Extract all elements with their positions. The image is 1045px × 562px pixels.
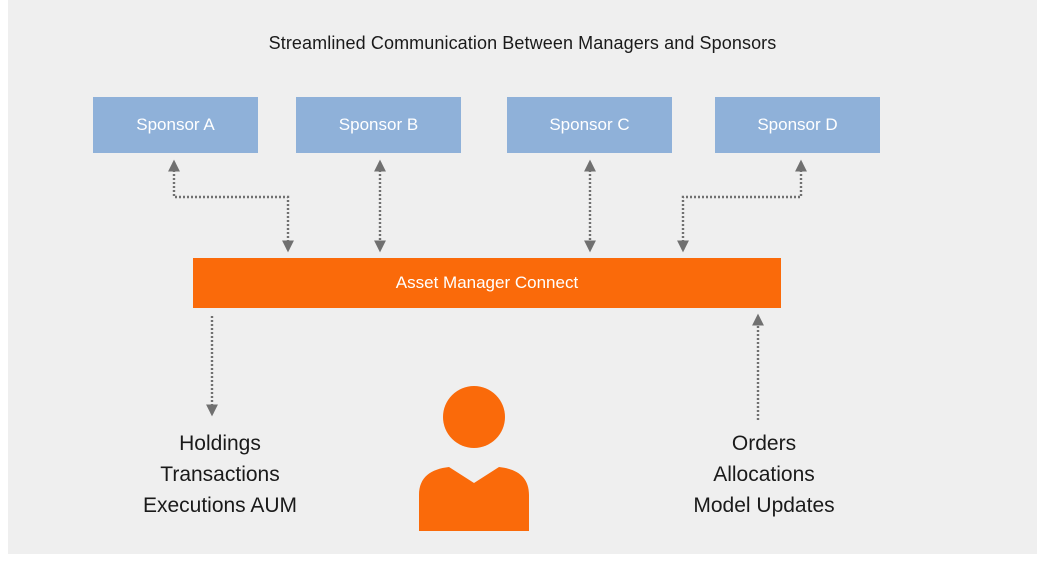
inbound-item: Model Updates xyxy=(693,494,835,517)
sponsor-a-box: Sponsor A xyxy=(93,97,258,153)
sponsor-d-box: Sponsor D xyxy=(715,97,880,153)
sponsor-c-box: Sponsor C xyxy=(507,97,672,153)
diagram-title: Streamlined Communication Between Manage… xyxy=(268,33,777,53)
arrow-sponsor-d xyxy=(677,159,807,253)
outbound-item: Executions AUM xyxy=(142,494,298,517)
sponsor-b-box: Sponsor B xyxy=(296,97,461,153)
asset-manager-connect-box: Asset Manager Connect xyxy=(193,258,781,308)
outbound-data-list: Holdings Transactions Executions AUM xyxy=(100,428,340,521)
inbound-item: Orders xyxy=(731,432,797,455)
outbound-item: Holdings xyxy=(179,432,261,455)
arrow-sponsor-a xyxy=(168,159,294,253)
outbound-item: Transactions xyxy=(160,463,280,486)
inbound-item: Allocations xyxy=(713,463,815,486)
person-icon xyxy=(419,386,529,531)
inbound-data-list: Orders Allocations Model Updates xyxy=(644,428,884,521)
